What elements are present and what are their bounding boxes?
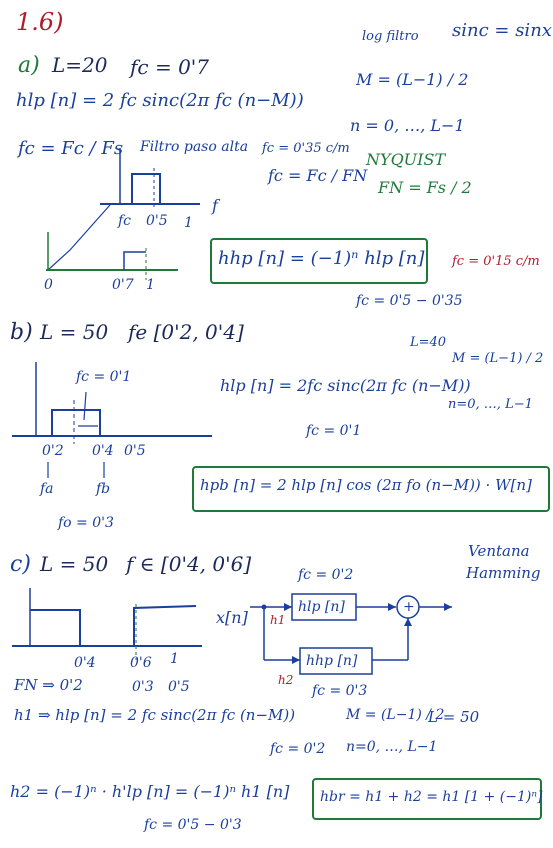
part-c-fc-05: fc = 0'5 − 0'3 bbox=[144, 817, 242, 833]
sinc-definition: sinc = sinx / x bbox=[452, 20, 553, 41]
part-b-fe: fe [0'2, 0'4] bbox=[128, 320, 244, 344]
part-a-fc-definition: fc = Fc / Fs bbox=[18, 138, 124, 159]
part-b-L40: L=40 bbox=[410, 335, 447, 350]
plot-a-label-07: 0'7 bbox=[112, 277, 134, 293]
plot-b-label-fo: fo = 0'3 bbox=[58, 515, 114, 531]
diagram-sum-symbol: + bbox=[403, 599, 415, 615]
hpb-equation-box bbox=[192, 466, 550, 512]
part-c-fe: f ∈ [0'4, 0'6] bbox=[126, 552, 252, 576]
part-a-hlp-equation: hlp [n] = 2 fc sinc(2π fc (n−M)) bbox=[16, 90, 304, 111]
part-c-FN: FN ⇒ 0'2 bbox=[14, 676, 83, 694]
part-a-fc-FN: fc = Fc / FN bbox=[268, 166, 368, 185]
plot-a-label-fc: fc bbox=[118, 213, 132, 229]
M-definition: M = (L−1) / 2 bbox=[356, 70, 469, 89]
part-a-fc: fc = 0'7 bbox=[130, 55, 210, 79]
part-a-label: a) bbox=[18, 53, 40, 78]
part-b-hlp-equation: hlp [n] = 2fc sinc(2π fc (n−M)) bbox=[220, 376, 471, 395]
part-c-L: L = 50 bbox=[40, 552, 109, 576]
plot-b-label-05: 0'5 bbox=[124, 443, 146, 459]
plot-c-label-04: 0'4 bbox=[74, 655, 96, 671]
plot-b-fc-label: fc = 0'1 bbox=[76, 369, 132, 385]
plot-a-label-1b: 1 bbox=[146, 277, 155, 293]
part-c-label: c) bbox=[10, 552, 31, 577]
part-b-L: L = 50 bbox=[40, 320, 109, 344]
part-c-FN-05: 0'5 bbox=[168, 679, 190, 695]
diagram-h1-label: h1 bbox=[270, 613, 286, 627]
log-filtro-note: log filtro bbox=[362, 29, 419, 44]
fc-range-note: fc = 0'5 − 0'35 bbox=[356, 293, 463, 309]
nyquist-FN: FN = Fs / 2 bbox=[378, 178, 472, 197]
part-b-fc-value: fc = 0'1 bbox=[306, 423, 362, 439]
part-c-n-range: n=0, …, L−1 bbox=[346, 739, 438, 755]
part-c-M: M = (L−1) / 2 bbox=[346, 707, 445, 723]
plot-a-label-0: 0 bbox=[44, 277, 53, 293]
diagram-input-x: x[n] bbox=[216, 608, 248, 627]
plot-c-label-1: 1 bbox=[170, 651, 179, 667]
nyquist-label: NYQUIST bbox=[366, 150, 446, 169]
n-range: n = 0, …, L−1 bbox=[350, 116, 465, 135]
part-b-n-range: n=0, …, L−1 bbox=[448, 397, 533, 412]
plot-b-label-fa: fa bbox=[40, 481, 54, 497]
plot-a-label-f: f bbox=[212, 196, 218, 215]
diagram-fc-top: fc = 0'2 bbox=[298, 567, 354, 583]
ventana-label: Ventana bbox=[468, 542, 530, 560]
h1-equation: h1 ⇒ hlp [n] = 2 fc sinc(2π fc (n−M)) bbox=[14, 706, 296, 724]
hamming-label: Hamming bbox=[466, 564, 541, 582]
part-c-fc-02: fc = 0'2 bbox=[270, 741, 326, 757]
diagram-block-hlp: hlp [n] bbox=[298, 599, 345, 615]
filtro-paso-alta-label: Filtro paso alta bbox=[140, 139, 249, 155]
hhp-equation-box bbox=[210, 238, 428, 284]
fc-015-note: fc = 0'15 c/m bbox=[452, 254, 540, 269]
part-b-label: b) bbox=[10, 320, 33, 345]
plot-b-label-fb: fb bbox=[96, 481, 111, 497]
fc-note: fc = 0'35 c/m bbox=[262, 141, 350, 156]
problem-number: 1.6) bbox=[16, 8, 64, 36]
plot-a-label-05: 0'5 bbox=[146, 213, 168, 229]
hbr-equation-box bbox=[312, 778, 542, 820]
h2-equation: h2 = (−1)ⁿ · h'lp [n] = (−1)ⁿ h1 [n] bbox=[10, 782, 290, 801]
hpb-equation: hpb [n] = 2 hlp [n] cos (2π fo (n−M)) · … bbox=[200, 476, 532, 494]
diagram-h2-label: h2 bbox=[278, 673, 294, 687]
part-b-M: M = (L−1) / 2 bbox=[452, 351, 544, 366]
diagram-block-hhp: hhp [n] bbox=[306, 653, 358, 669]
part-c-FN-03: 0'3 bbox=[132, 679, 154, 695]
part-a-L: L=20 bbox=[52, 53, 108, 77]
plot-a-label-1: 1 bbox=[184, 215, 193, 231]
plot-c-label-06: 0'6 bbox=[130, 655, 152, 671]
hbr-equation: hbr = h1 + h2 = h1 [1 + (−1)ⁿ] bbox=[320, 789, 543, 805]
plot-b-label-04: 0'4 bbox=[92, 443, 114, 459]
hhp-equation: hhp [n] = (−1)ⁿ hlp [n] bbox=[218, 248, 425, 269]
diagram-fc-bottom: fc = 0'3 bbox=[312, 683, 368, 699]
plot-b-label-02: 0'2 bbox=[42, 443, 64, 459]
part-c-L50: L = 50 bbox=[428, 708, 480, 726]
